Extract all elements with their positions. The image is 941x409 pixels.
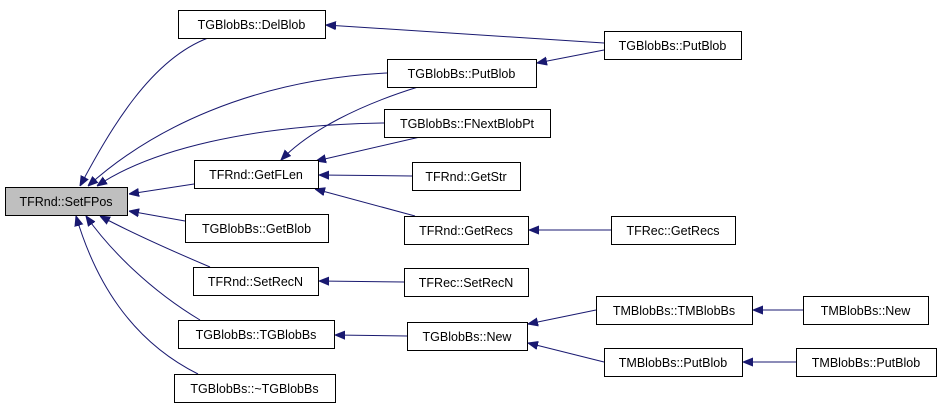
node-label: TFRnd::GetRecs <box>419 224 513 238</box>
node-setfpos[interactable]: TFRnd::SetFPos <box>5 187 128 216</box>
edge-tgblobbs-to-setfpos <box>86 216 201 321</box>
node-getflen[interactable]: TFRnd::GetFLen <box>194 160 319 189</box>
node-box <box>796 348 937 377</box>
edge-putblob_m-to-setfpos <box>88 72 388 186</box>
edges <box>76 25 803 375</box>
node-label: TMBlobBs::PutBlob <box>812 356 920 370</box>
node-box <box>174 374 336 403</box>
nodes: TFRnd::SetFPos TGBlobBs::DelBlobTGBlobBs:… <box>5 10 937 403</box>
node-box <box>185 214 329 243</box>
edge-rnd_setrecn-to-setfpos <box>100 216 211 268</box>
node-box <box>193 267 319 296</box>
edge-putblob_r-to-putblob_m <box>537 49 605 63</box>
node-label: TGBlobBs::FNextBlobPt <box>400 117 535 131</box>
node-label: TFRnd::GetStr <box>425 170 506 184</box>
edge-rnd_getrecs-to-getflen <box>315 189 416 217</box>
node-box <box>194 160 319 189</box>
node-label: TGBlobBs::PutBlob <box>408 67 516 81</box>
node-tgblobbs[interactable]: TGBlobBs::TGBlobBs <box>178 320 335 349</box>
edge-dtor-to-setfpos <box>76 216 199 375</box>
node-rnd_getrecs[interactable]: TFRnd::GetRecs <box>404 216 529 245</box>
node-tg_new[interactable]: TGBlobBs::New <box>407 322 528 351</box>
node-fnext[interactable]: TGBlobBs::FNextBlobPt <box>384 109 551 138</box>
edge-delblob-to-setfpos <box>80 37 209 186</box>
node-label: TFRnd::SetFPos <box>19 195 112 209</box>
edge-tg_new-to-tgblobbs <box>335 335 408 336</box>
node-box <box>604 31 742 60</box>
node-box <box>604 348 743 377</box>
edge-tmblobbs-to-tg_new <box>528 309 597 324</box>
node-box <box>5 187 128 216</box>
node-rec_getrecs[interactable]: TFRec::GetRecs <box>611 216 736 245</box>
node-box <box>387 59 537 88</box>
node-label: TGBlobBs::New <box>423 330 513 344</box>
edge-putblob_r-to-delblob <box>326 25 605 44</box>
node-getblob[interactable]: TGBlobBs::GetBlob <box>185 214 329 243</box>
edge-putblob_m-to-getflen <box>281 86 419 160</box>
node-delblob[interactable]: TGBlobBs::DelBlob <box>178 10 326 39</box>
node-label: TFRnd::GetFLen <box>209 168 303 182</box>
node-label: TGBlobBs::DelBlob <box>198 18 306 32</box>
node-box <box>803 296 929 325</box>
node-box <box>404 268 529 297</box>
node-box <box>407 322 528 351</box>
edge-getflen-to-setfpos <box>129 183 195 194</box>
node-tmblobbs[interactable]: TMBlobBs::TMBlobBs <box>596 296 753 325</box>
node-box <box>412 162 521 191</box>
node-tm_putblob[interactable]: TMBlobBs::PutBlob <box>604 348 743 377</box>
node-box <box>178 10 326 39</box>
node-rec_setrecn[interactable]: TFRec::SetRecN <box>404 268 529 297</box>
node-label: TMBlobBs::New <box>821 304 912 318</box>
node-box <box>404 216 529 245</box>
edge-fnext-to-setfpos <box>97 122 385 186</box>
node-putblob_r[interactable]: TGBlobBs::PutBlob <box>604 31 742 60</box>
node-box <box>596 296 753 325</box>
node-tm_new[interactable]: TMBlobBs::New <box>803 296 929 325</box>
node-box <box>611 216 736 245</box>
edge-getstr-to-getflen <box>319 175 413 176</box>
node-label: TFRec::GetRecs <box>626 224 719 238</box>
node-label: TGBlobBs::GetBlob <box>202 222 311 236</box>
edge-getblob-to-setfpos <box>129 211 186 222</box>
node-dtor[interactable]: TGBlobBs::~TGBlobBs <box>174 374 336 403</box>
node-label: TMBlobBs::PutBlob <box>619 356 727 370</box>
node-label: TFRnd::SetRecN <box>208 275 303 289</box>
node-rnd_setrecn[interactable]: TFRnd::SetRecN <box>193 267 319 296</box>
node-tm_putblob_r[interactable]: TMBlobBs::PutBlob <box>796 348 937 377</box>
node-getstr[interactable]: TFRnd::GetStr <box>412 162 521 191</box>
node-label: TGBlobBs::PutBlob <box>619 39 727 53</box>
node-label: TFRec::SetRecN <box>419 276 513 290</box>
edge-rec_setrecn-to-rnd_setrecn <box>319 281 405 282</box>
edge-fnext-to-getflen <box>316 136 421 161</box>
node-putblob_m[interactable]: TGBlobBs::PutBlob <box>387 59 537 88</box>
node-box <box>384 109 551 138</box>
node-label: TGBlobBs::~TGBlobBs <box>190 382 318 396</box>
node-box <box>178 320 335 349</box>
node-label: TGBlobBs::TGBlobBs <box>196 328 317 342</box>
edge-tm_putblob-to-tg_new <box>528 343 605 363</box>
node-label: TMBlobBs::TMBlobBs <box>613 304 735 318</box>
